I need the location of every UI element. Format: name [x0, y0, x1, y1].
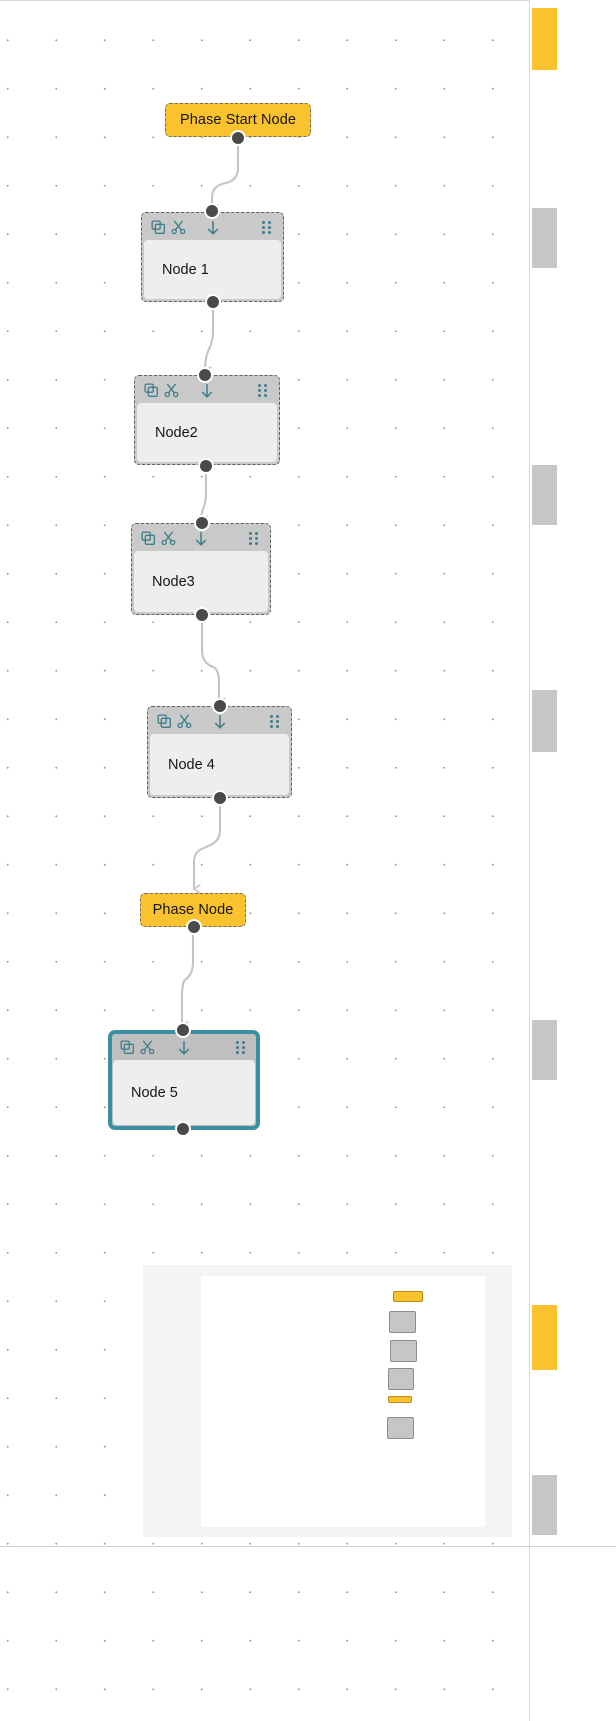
scissors-icon[interactable] — [160, 530, 177, 547]
minimap-node-node-5[interactable] — [387, 1417, 414, 1439]
node-label: Node 4 — [168, 756, 215, 773]
node-node-2[interactable]: Node2 — [134, 375, 280, 465]
port-node-2-in[interactable] — [197, 367, 213, 383]
arrow-down-icon[interactable] — [199, 382, 216, 399]
edge-node-2-to-node-3 — [199, 464, 206, 520]
overview-scroll-strip[interactable] — [532, 0, 557, 1721]
node-body: Node 5 — [113, 1060, 255, 1125]
port-node-5-out[interactable] — [175, 1121, 191, 1137]
port-phase-start-node-out[interactable] — [230, 130, 246, 146]
port-node-3-out[interactable] — [194, 607, 210, 623]
copy-icon[interactable] — [119, 1039, 136, 1056]
node-node-3[interactable]: Node3 — [131, 523, 271, 615]
drag-handle-icon[interactable] — [254, 382, 271, 399]
node-toolbar — [113, 1035, 255, 1060]
copy-icon[interactable] — [140, 530, 157, 547]
node-toolbar — [134, 526, 268, 551]
port-node-1-in[interactable] — [204, 203, 220, 219]
node-label: Phase Node — [152, 902, 234, 918]
copy-icon[interactable] — [150, 219, 167, 236]
minimap-node-phase-node[interactable] — [388, 1396, 412, 1403]
strip-segment-node-4[interactable] — [532, 1020, 557, 1080]
strip-segment-node-2[interactable] — [532, 465, 557, 525]
strip-segment-node-1[interactable] — [532, 208, 557, 268]
workflow-canvas[interactable]: Phase Start Node — [0, 0, 530, 1721]
node-toolbar — [144, 215, 281, 240]
minimap-node-phase-start-node[interactable] — [393, 1291, 423, 1302]
strip-segment-node-3[interactable] — [532, 690, 557, 752]
scissors-icon[interactable] — [170, 219, 187, 236]
node-label: Phase Start Node — [179, 112, 297, 128]
node-label: Node2 — [155, 424, 198, 441]
node-node-1[interactable]: Node 1 — [141, 212, 284, 302]
node-body: Node 1 — [144, 240, 281, 299]
node-label: Node3 — [152, 573, 195, 590]
port-node-4-in[interactable] — [212, 698, 228, 714]
drag-handle-icon[interactable] — [266, 713, 283, 730]
arrow-down-icon[interactable] — [204, 219, 221, 236]
node-label: Node 1 — [162, 261, 209, 278]
minimap-panel[interactable] — [143, 1265, 512, 1537]
node-label: Node 5 — [131, 1084, 178, 1101]
minimap-node-node-2[interactable] — [390, 1340, 417, 1362]
port-node-5-in[interactable] — [175, 1022, 191, 1038]
scissors-icon[interactable] — [139, 1039, 156, 1056]
strip-segment-phase-start-node[interactable] — [532, 8, 557, 70]
node-body: Node2 — [137, 403, 277, 462]
port-node-1-out[interactable] — [205, 294, 221, 310]
edge-node-3-to-node-4 — [200, 614, 219, 702]
minimap-node-node-1[interactable] — [389, 1311, 416, 1333]
port-node-3-in[interactable] — [194, 515, 210, 531]
edge-node-1-to-node-2 — [203, 301, 215, 371]
arrow-down-icon[interactable] — [176, 1039, 193, 1056]
minimap-node-node-3[interactable] — [388, 1368, 414, 1390]
strip-segment-phase-node[interactable] — [532, 1305, 557, 1370]
edge-phase-node-to-node-5 — [180, 926, 195, 1026]
drag-handle-icon[interactable] — [245, 530, 262, 547]
edge-phase-start-to-node-1 — [210, 136, 240, 209]
drag-handle-icon[interactable] — [258, 219, 275, 236]
arrow-down-icon[interactable] — [193, 530, 210, 547]
scissors-icon[interactable] — [163, 382, 180, 399]
copy-icon[interactable] — [143, 382, 160, 399]
edge-node-4-to-phase-node — [192, 797, 222, 889]
scissors-icon[interactable] — [176, 713, 193, 730]
copy-icon[interactable] — [156, 713, 173, 730]
window-bottom-edge — [0, 1546, 616, 1547]
node-node-5[interactable]: Node 5 — [108, 1030, 260, 1130]
strip-segment-node-5[interactable] — [532, 1475, 557, 1535]
arrow-down-icon[interactable] — [211, 713, 228, 730]
port-phase-node-out[interactable] — [186, 919, 202, 935]
drag-handle-icon[interactable] — [232, 1039, 249, 1056]
node-body: Node3 — [134, 551, 268, 612]
node-node-4[interactable]: Node 4 — [147, 706, 292, 798]
port-node-2-out[interactable] — [198, 458, 214, 474]
node-body: Node 4 — [150, 734, 289, 795]
port-node-4-out[interactable] — [212, 790, 228, 806]
minimap-viewport[interactable] — [201, 1276, 485, 1527]
